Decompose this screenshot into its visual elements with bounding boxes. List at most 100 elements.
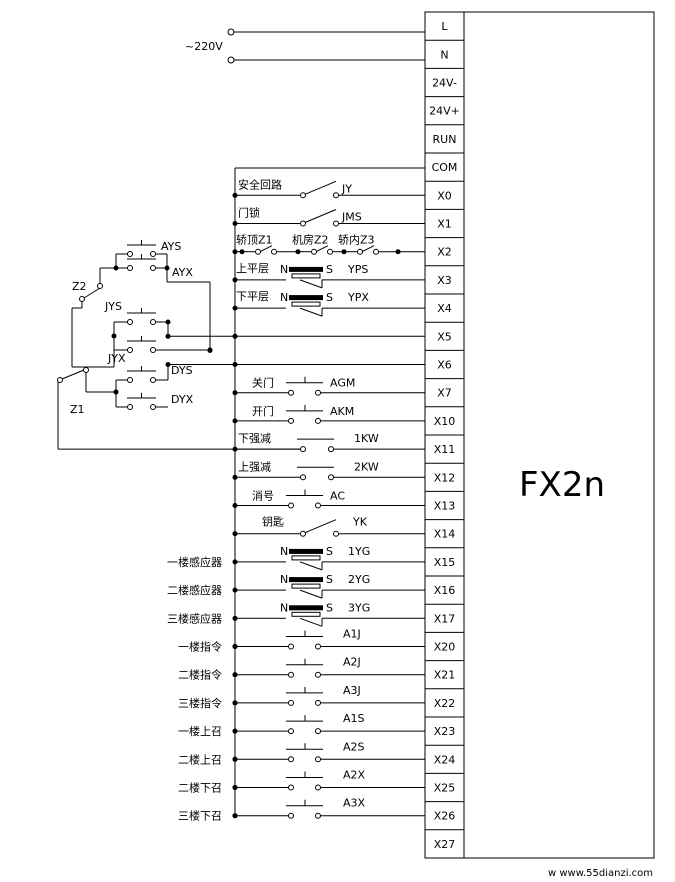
terminal-x13: X13 bbox=[434, 500, 456, 513]
device-label: 三楼下召 bbox=[178, 809, 222, 823]
device-tag: AGM bbox=[330, 377, 355, 390]
terminal-labels: L N 24V- 24V+ RUN COM X0X1X2X3X4X5X6X7X10X11X1… bbox=[429, 20, 460, 851]
terminal-x7: X7 bbox=[437, 387, 452, 400]
input-row-x20: 一楼指令 A1J bbox=[178, 628, 425, 654]
terminal-x4: X4 bbox=[437, 302, 452, 315]
device-tag: JY bbox=[341, 182, 352, 195]
terminal-x17: X17 bbox=[434, 612, 456, 625]
terminal-24v: 24V+ bbox=[429, 105, 460, 118]
button-dyx: DYX bbox=[171, 393, 194, 406]
button-jyx: JYX bbox=[107, 352, 126, 365]
device-tag: YPS bbox=[347, 263, 368, 276]
pole-s: S bbox=[326, 573, 333, 586]
terminal-l: L bbox=[441, 20, 448, 33]
pole-s: S bbox=[326, 291, 333, 304]
supply-label: ~220V bbox=[185, 40, 223, 53]
device-label: 上强减 bbox=[238, 460, 271, 473]
device-label: 一楼指令 bbox=[178, 640, 222, 654]
series-switch-label: 机房Z2 bbox=[292, 233, 329, 247]
terminal-x2: X2 bbox=[437, 246, 452, 259]
terminal-x3: X3 bbox=[437, 274, 452, 287]
device-tag: A1S bbox=[343, 712, 365, 725]
device-label: 门锁 bbox=[238, 206, 260, 220]
button-jys: JYS bbox=[104, 300, 122, 313]
selector-z2: Z2 bbox=[72, 280, 87, 293]
series-switch-label: 轿顶Z1 bbox=[236, 233, 273, 247]
terminal-x23: X23 bbox=[434, 725, 456, 738]
terminal-com: COM bbox=[432, 161, 458, 174]
terminal-n: N bbox=[440, 48, 448, 61]
terminal-24v: 24V- bbox=[432, 77, 457, 90]
terminal-x0: X0 bbox=[437, 189, 452, 202]
common-bus bbox=[234, 167, 425, 815]
device-label: 上平层 bbox=[236, 262, 269, 275]
pole-n: N bbox=[280, 545, 288, 558]
device-label: 三楼感应器 bbox=[167, 611, 222, 625]
input-row-x0: 安全回路 JY bbox=[232, 177, 425, 199]
terminal-x27: X27 bbox=[434, 838, 456, 851]
device-tag: JMS bbox=[341, 211, 362, 224]
device-label: 关门 bbox=[252, 376, 274, 390]
device-label: 二楼指令 bbox=[178, 668, 222, 682]
device-label: 二楼上召 bbox=[178, 752, 222, 766]
device-tag: A3J bbox=[343, 684, 361, 697]
terminal-x14: X14 bbox=[434, 528, 456, 541]
terminal-x21: X21 bbox=[434, 669, 456, 682]
plc-body bbox=[463, 11, 655, 859]
device-label: 开门 bbox=[252, 404, 274, 418]
device-tag: YPX bbox=[347, 291, 369, 304]
plc-model-label: FX2n bbox=[519, 465, 605, 505]
input-row-x2: 轿顶Z1 机房Z2 轿内Z3 bbox=[232, 233, 425, 255]
input-row-x14: 钥匙 YK bbox=[232, 515, 425, 537]
device-tag: 1KW bbox=[354, 432, 379, 445]
device-tag: A3X bbox=[343, 797, 366, 810]
input-row-x15: N S 一楼感应器 1YG bbox=[167, 545, 425, 571]
pole-n: N bbox=[280, 263, 288, 276]
terminal-x25: X25 bbox=[434, 782, 456, 795]
pole-s: S bbox=[326, 545, 333, 558]
terminal-x6: X6 bbox=[437, 359, 452, 372]
device-tag: AKM bbox=[330, 405, 354, 418]
input-row-x26: 三楼下召 A3X bbox=[178, 797, 425, 823]
device-label: 一楼感应器 bbox=[167, 555, 222, 569]
device-tag: A2X bbox=[343, 769, 366, 782]
input-row-x5-x6 bbox=[168, 333, 425, 367]
terminal-dividers bbox=[425, 39, 464, 831]
device-label: 钥匙 bbox=[262, 515, 284, 529]
terminal-x20: X20 bbox=[434, 641, 456, 654]
device-tag: AC bbox=[330, 490, 345, 503]
device-label: 二楼下召 bbox=[178, 781, 222, 795]
series-switch-label: 轿内Z3 bbox=[338, 233, 375, 247]
terminal-x10: X10 bbox=[434, 415, 456, 428]
device-tag: 1YG bbox=[348, 545, 370, 558]
button-dys: DYS bbox=[171, 364, 193, 377]
pole-s: S bbox=[326, 263, 333, 276]
terminal-x1: X1 bbox=[437, 218, 452, 231]
device-tag: A1J bbox=[343, 628, 361, 641]
terminal-run: RUN bbox=[433, 133, 457, 146]
terminal-x5: X5 bbox=[437, 330, 452, 343]
pole-n: N bbox=[280, 601, 288, 614]
device-label: 二楼感应器 bbox=[167, 583, 222, 597]
watermark: w www.55dianzi.com bbox=[548, 868, 653, 879]
pole-n: N bbox=[280, 573, 288, 586]
terminal-x24: X24 bbox=[434, 753, 456, 766]
device-tag: A2S bbox=[343, 740, 365, 753]
input-row-x7: 关门 AGM bbox=[232, 376, 425, 396]
input-row-x25: 二楼下召 A2X bbox=[178, 769, 425, 795]
terminal-x11: X11 bbox=[434, 443, 456, 456]
input-row-x10: 开门 AKM bbox=[232, 404, 425, 424]
device-label: 安全回路 bbox=[238, 177, 282, 191]
input-row-x3: N S 上平层 YPS bbox=[232, 262, 425, 289]
terminal-x22: X22 bbox=[434, 697, 456, 710]
device-label: 下平层 bbox=[236, 290, 269, 303]
terminal-x26: X26 bbox=[434, 810, 456, 823]
device-tag: YK bbox=[352, 516, 368, 529]
